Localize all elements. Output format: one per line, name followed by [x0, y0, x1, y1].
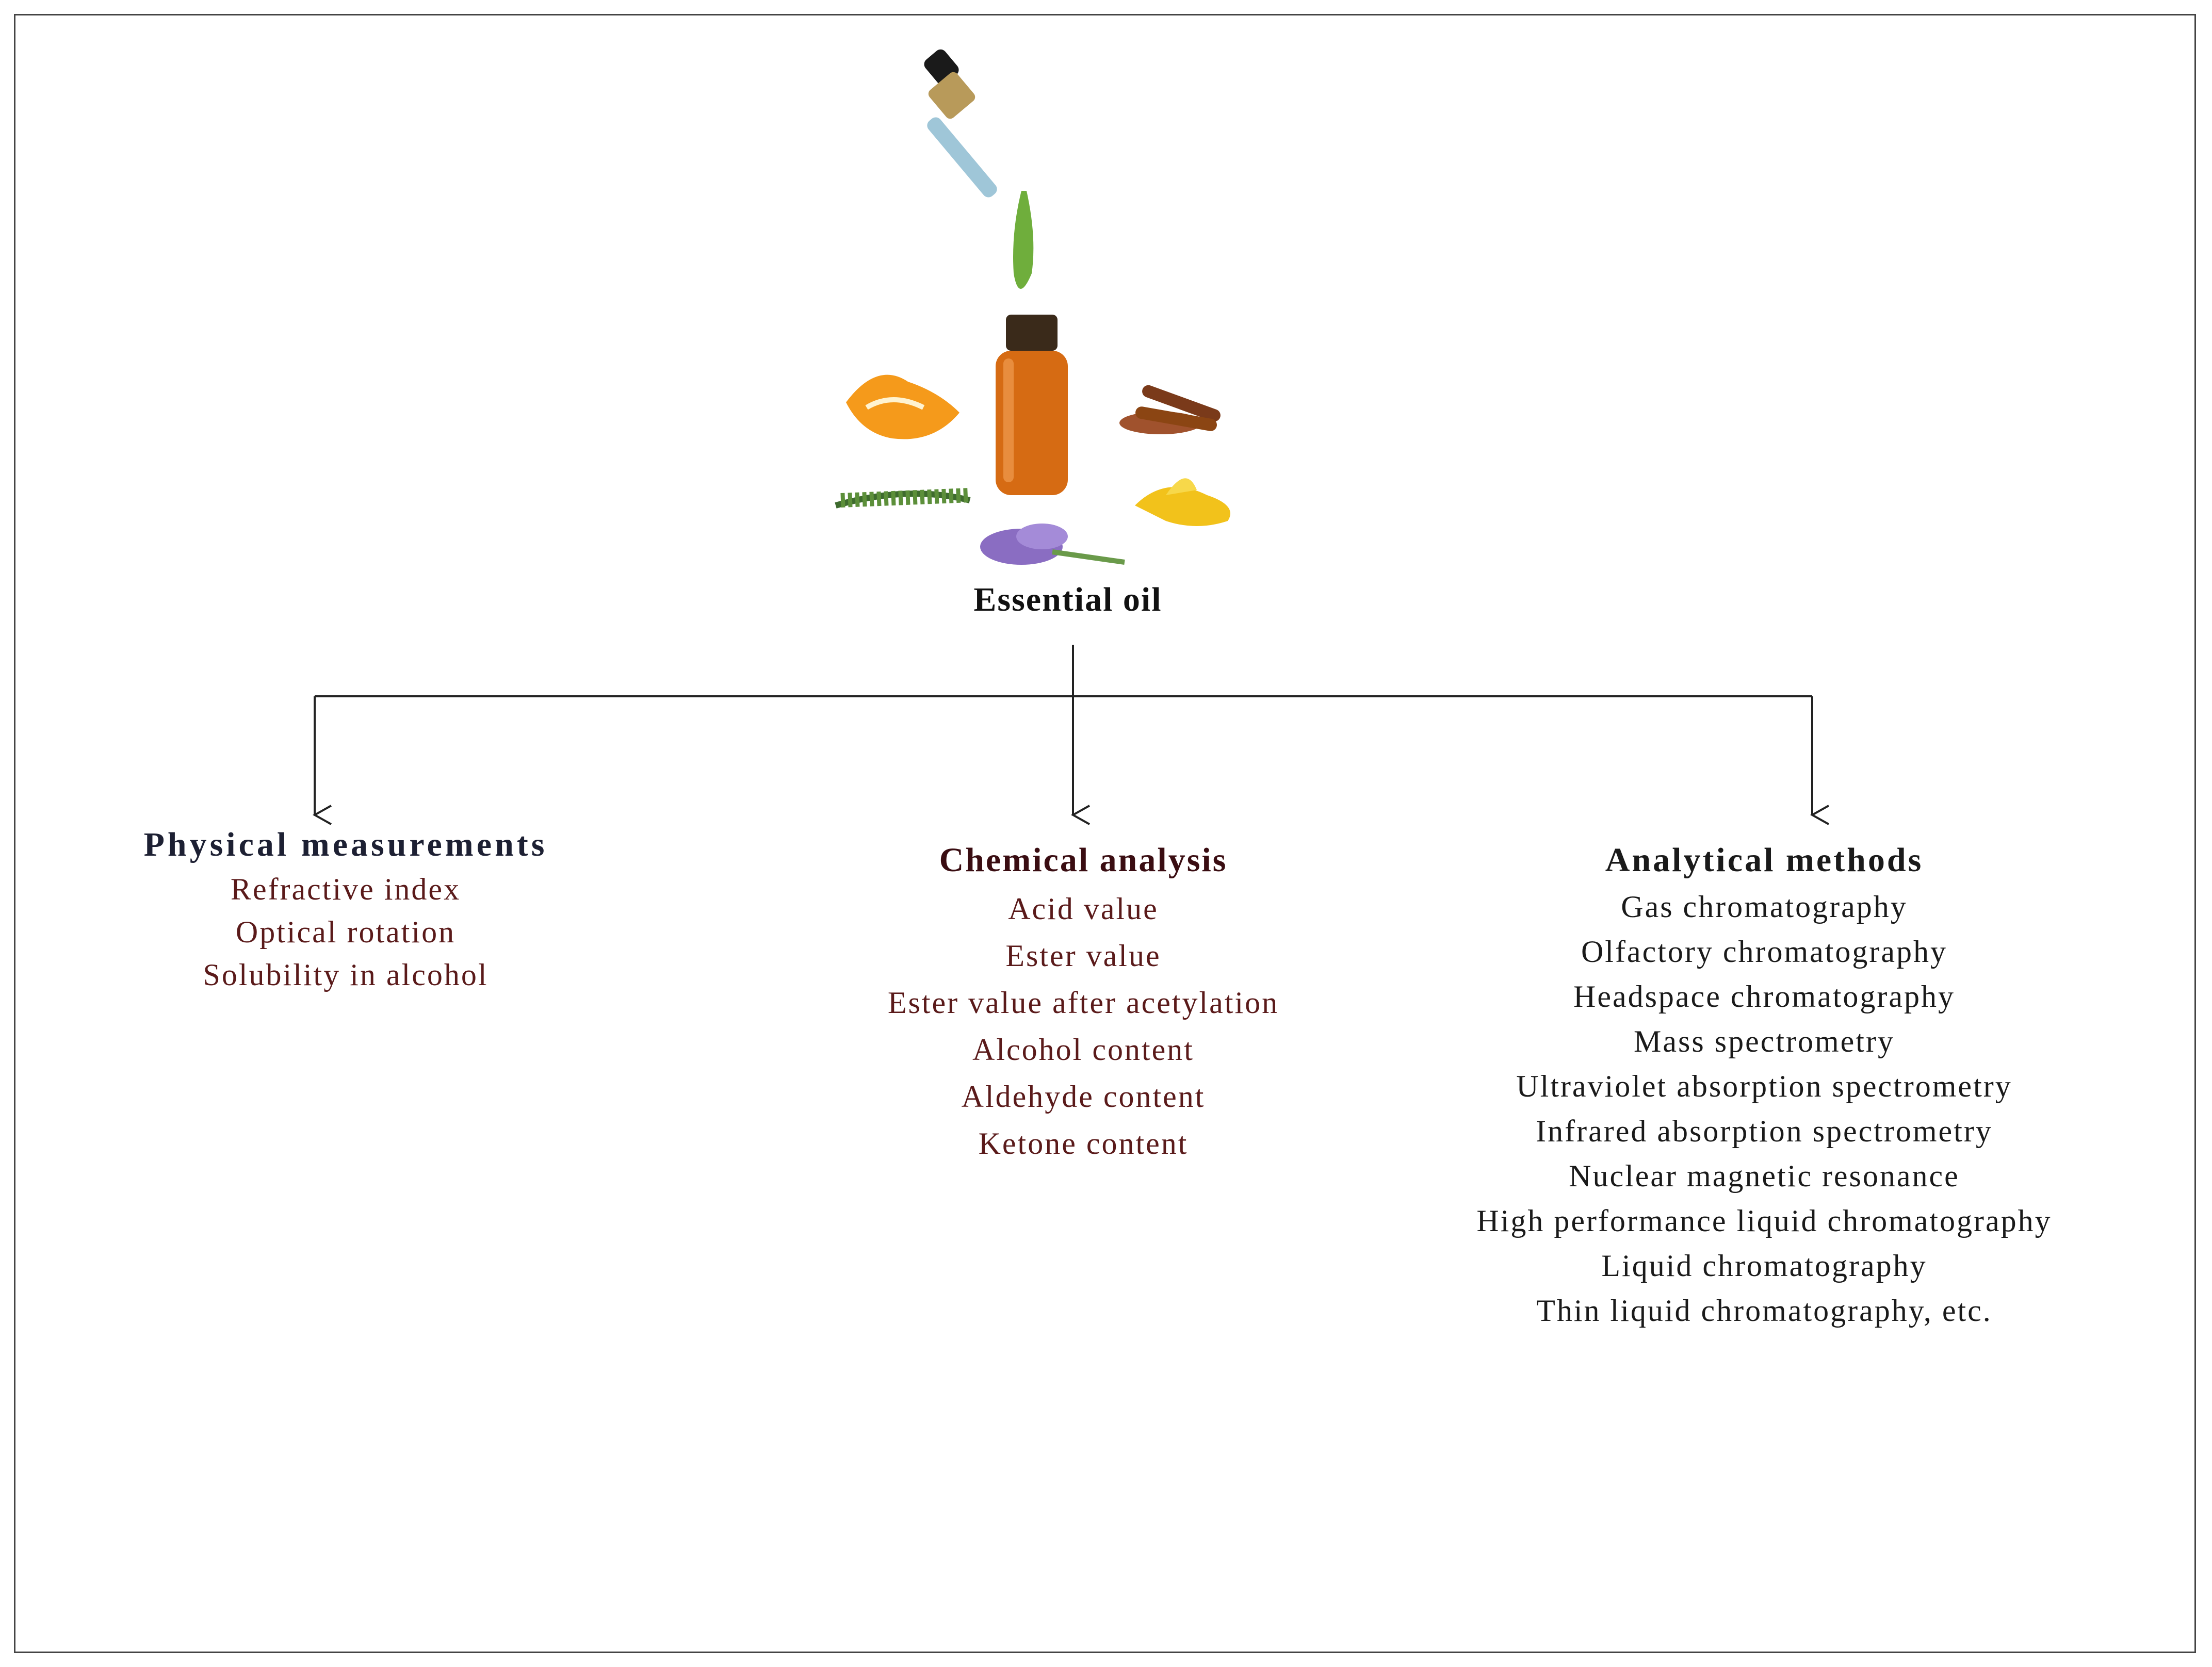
list-item: Thin liquid chromatography, etc.: [1536, 1294, 1992, 1328]
lavender-icon: [980, 524, 1125, 565]
essential-oil-illustration: [835, 49, 1230, 565]
list-item: Solubility in alcohol: [203, 958, 489, 992]
list-item: Acid value: [1008, 892, 1159, 926]
diagram-frame: [14, 14, 2196, 1653]
branch-analytical-methods: Analytical methods Gas chromatography Ol…: [1408, 841, 2120, 1329]
list-item: Infrared absorption spectrometry: [1536, 1114, 1993, 1148]
list-item: Mass spectrometry: [1634, 1024, 1895, 1058]
list-item: Gas chromatography: [1621, 890, 1908, 924]
list-item: Headspace chromatography: [1573, 979, 1956, 1014]
bottle-icon: [996, 315, 1068, 495]
list-item: Aldehyde content: [961, 1080, 1206, 1114]
list-item: Ultraviolet absorption spectrometry: [1516, 1069, 2012, 1103]
flower-icon: [1135, 478, 1230, 526]
list-item: Olfactory chromatography: [1581, 935, 1948, 969]
rosemary-icon: [835, 488, 971, 509]
branch-heading: Physical measurements: [143, 826, 548, 863]
cinnamon-icon: [1119, 385, 1221, 434]
list-item: Refractive index: [230, 872, 461, 906]
list-item: Ester value after acetylation: [887, 986, 1279, 1020]
branch-heading: Chemical analysis: [939, 841, 1228, 879]
list-item: Ketone content: [978, 1126, 1189, 1161]
list-item: Nuclear magnetic resonance: [1569, 1159, 1960, 1193]
branch-chemical-analysis: Chemical analysis Acid value Ester value…: [825, 841, 1341, 1162]
list-item: Optical rotation: [235, 915, 456, 949]
oil-drop-icon: [1013, 191, 1034, 289]
list-item: Liquid chromatography: [1601, 1249, 1927, 1283]
dropper-icon: [924, 49, 1034, 289]
branch-heading: Analytical methods: [1605, 841, 1924, 879]
root-node-label: Essential oil: [973, 581, 1162, 618]
branch-physical-measurements: Physical measurements Refractive index O…: [93, 825, 598, 993]
list-item: High performance liquid chromatography: [1476, 1204, 2052, 1238]
orange-peel-icon: [846, 374, 959, 439]
list-item: Alcohol content: [972, 1033, 1194, 1067]
list-item: Ester value: [1005, 939, 1161, 973]
